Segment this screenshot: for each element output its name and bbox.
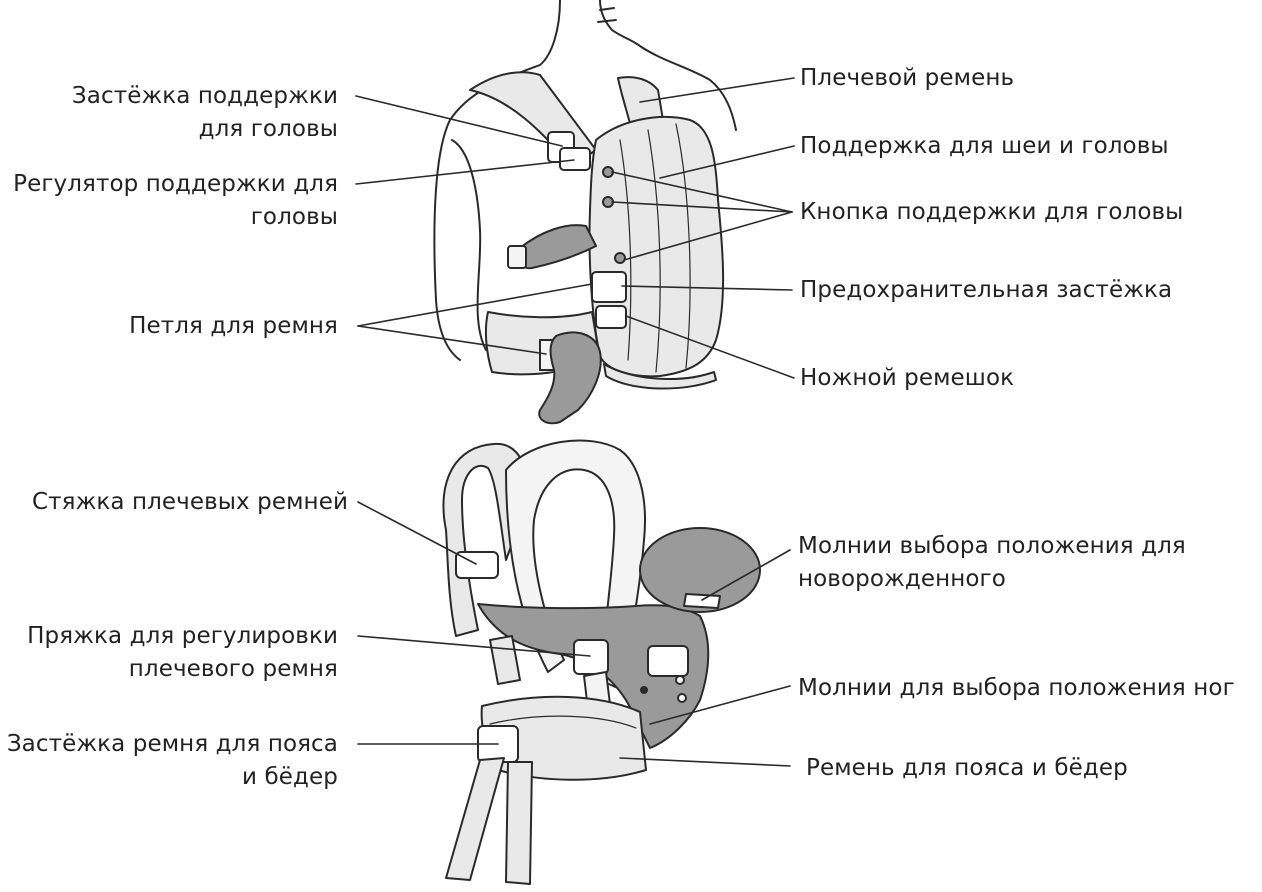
back-view-illustration <box>443 440 760 884</box>
adult-chin-outline <box>598 8 616 22</box>
back-belt-strap-left <box>446 758 504 880</box>
label-head-support-adjuster: Регулятор поддержки для головы <box>13 168 338 234</box>
shoulder-strap-buckle-shape <box>574 640 608 674</box>
adult-neck-outline <box>600 0 736 130</box>
label-safety-clasp: Предохранительная застёжка <box>800 274 1172 307</box>
label-neck-head-support: Поддержка для шеи и головы <box>800 130 1169 163</box>
label-head-support-clasp: Застёжка поддержки для головы <box>72 80 338 146</box>
head-support-adjuster-shape <box>560 148 590 170</box>
label-shoulder-strap: Плечевой ремень <box>800 62 1014 95</box>
label-newborn-zippers: Молнии выбора положения для новорожденно… <box>798 530 1186 596</box>
front-view-illustration <box>434 0 736 423</box>
back-right-buckle-shape <box>648 646 688 676</box>
safety-clasp-shape <box>592 272 626 302</box>
baby-arm <box>518 225 596 268</box>
back-side-strap <box>490 636 520 684</box>
leg-zipper-dot-1 <box>676 676 684 684</box>
front-carrier-panel <box>589 117 723 376</box>
newborn-zipper-shape <box>684 594 720 608</box>
adult-torso-outline <box>434 0 560 360</box>
label-leg-position-zippers: Молнии для выбора положения ног <box>798 672 1235 705</box>
label-waist-belt-clasp: Застёжка ремня для пояса и бёдер <box>7 728 338 794</box>
label-shoulder-strap-tie: Стяжка плечевых ремней <box>32 486 348 519</box>
label-strap-loop: Петля для ремня <box>129 310 338 343</box>
leg-strap-shape <box>596 306 626 328</box>
label-shoulder-strap-buckle: Пряжка для регулировки плечевого ремня <box>27 620 338 686</box>
label-leg-strap: Ножной ремешок <box>800 362 1014 395</box>
back-belt-strap-right <box>506 762 532 884</box>
baby-cuff <box>508 246 526 268</box>
leg-zipper-dot-2 <box>678 694 686 702</box>
label-waist-hip-belt: Ремень для пояса и бёдер <box>806 752 1128 785</box>
head-support-button-3 <box>615 253 625 263</box>
label-head-support-button: Кнопка поддержки для головы <box>800 196 1183 229</box>
leg-zipper-dot-3 <box>641 687 647 693</box>
